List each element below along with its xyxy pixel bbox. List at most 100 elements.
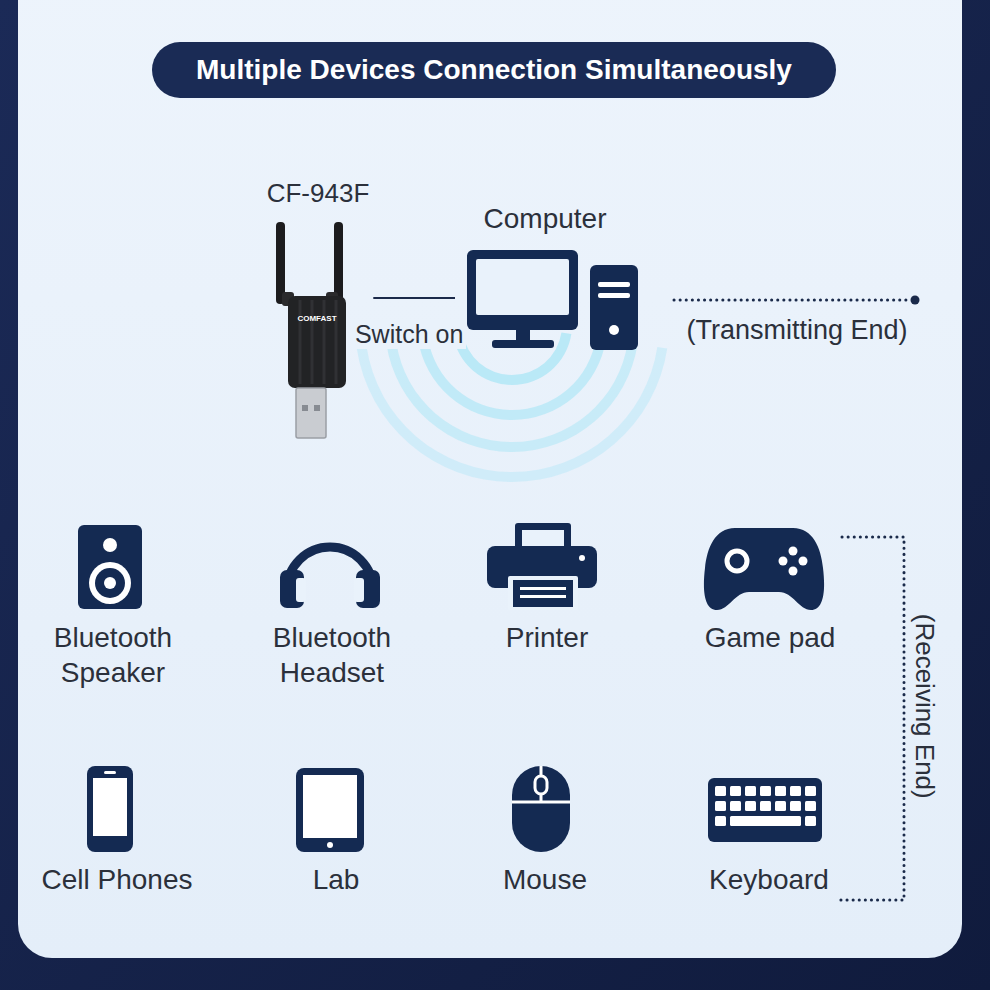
key: [745, 801, 756, 811]
usb-adapter: [276, 222, 285, 304]
mouse-icon: [512, 766, 570, 852]
headset-icon: [354, 578, 364, 602]
phone-icon: [104, 771, 116, 774]
gamepad-icon: [727, 551, 747, 571]
speaker-icon: [78, 525, 142, 609]
end-label: (Receiving End): [909, 576, 942, 836]
device-label: Lab: [276, 862, 396, 897]
keyboard-icon: [708, 778, 822, 842]
device-label: Game pad: [680, 620, 860, 655]
brand-logo: COMFAST: [289, 314, 345, 324]
light-panel: [18, 0, 962, 958]
usb-adapter: [300, 300, 336, 384]
tablet-icon: [327, 842, 333, 848]
node-label: Computer: [455, 202, 635, 236]
device-label: Bluetooth Speaker: [33, 620, 193, 690]
mouse-icon: [512, 766, 570, 802]
key: [790, 786, 801, 796]
signal-wave: [386, 342, 637, 452]
phone-icon: [87, 766, 133, 852]
device-label: Mouse: [475, 862, 615, 897]
key: [715, 816, 726, 826]
printer-icon: [520, 595, 566, 598]
title-pill: Multiple Devices Connection Simultaneous…: [152, 42, 836, 98]
usb-adapter: [334, 222, 343, 304]
adapter-node: CF-943F: [263, 178, 374, 440]
usb-adapter: [276, 222, 346, 438]
key: [790, 801, 801, 811]
signal-wave: [418, 338, 606, 420]
printer-icon: [487, 523, 597, 610]
key: [730, 816, 801, 826]
key: [775, 801, 786, 811]
key: [730, 801, 741, 811]
mouse-icon: [512, 766, 570, 852]
computer-icon: [590, 265, 638, 350]
computer-icon: [598, 282, 630, 287]
key: [805, 801, 816, 811]
mouse-icon: [535, 776, 547, 794]
key: [715, 801, 726, 811]
usb-adapter: [302, 405, 308, 411]
connector-line: [373, 297, 455, 299]
speaker-icon: [95, 568, 125, 598]
key: [730, 786, 741, 796]
device-label: Keyboard: [689, 862, 849, 897]
dotted-bracket: [840, 537, 904, 900]
key: [715, 786, 726, 796]
usb-adapter: [296, 388, 326, 438]
speaker-icon: [89, 562, 131, 604]
leader-dot: [911, 296, 920, 305]
printer-icon: [508, 576, 578, 610]
speaker-icon: [78, 525, 142, 609]
dotted-leader: [674, 299, 910, 302]
device-label: Bluetooth Headset: [252, 620, 412, 690]
keyboard-icon: [708, 778, 822, 842]
node-label: CF-943F: [263, 178, 374, 209]
key: [745, 786, 756, 796]
usb-adapter: [288, 296, 346, 388]
gamepad-icon: [799, 557, 808, 566]
dotted-bracket: [840, 537, 904, 900]
computer-icon: [598, 293, 630, 298]
key: [805, 786, 816, 796]
computer-icon: [492, 340, 554, 348]
key: [775, 786, 786, 796]
printer-icon: [520, 587, 566, 590]
signal-waves: [357, 332, 667, 482]
printer-icon: [579, 555, 585, 561]
speaker-icon: [103, 538, 117, 552]
speaker-icon: [104, 577, 116, 589]
signal-wave: [453, 332, 572, 385]
headset-icon: [296, 578, 306, 602]
gamepad-icon: [704, 528, 824, 610]
gamepad-icon: [704, 528, 824, 610]
end-label: (Transmitting End): [652, 314, 942, 348]
device-label: Cell Phones: [17, 862, 217, 897]
key: [805, 816, 816, 826]
gamepad-icon: [789, 567, 798, 576]
gamepad-icon: [789, 547, 798, 556]
key: [760, 786, 771, 796]
gamepad-icon: [779, 557, 788, 566]
phone-icon: [87, 766, 133, 852]
tablet-icon: [296, 768, 364, 852]
usb-adapter: [314, 405, 320, 411]
computer-node: Computer: [455, 202, 635, 352]
printer-icon: [522, 530, 564, 548]
phone-icon: [93, 778, 127, 836]
tablet-icon: [303, 775, 357, 838]
computer-icon: [467, 250, 578, 330]
dotted-leader: [674, 299, 910, 302]
printer-icon: [513, 580, 573, 607]
key: [760, 801, 771, 811]
headset-icon: [280, 547, 380, 608]
connector-label: Switch on: [352, 320, 466, 349]
computer-icon: [609, 325, 619, 335]
device-label: Printer: [467, 620, 627, 655]
computer-icon: [476, 259, 569, 315]
